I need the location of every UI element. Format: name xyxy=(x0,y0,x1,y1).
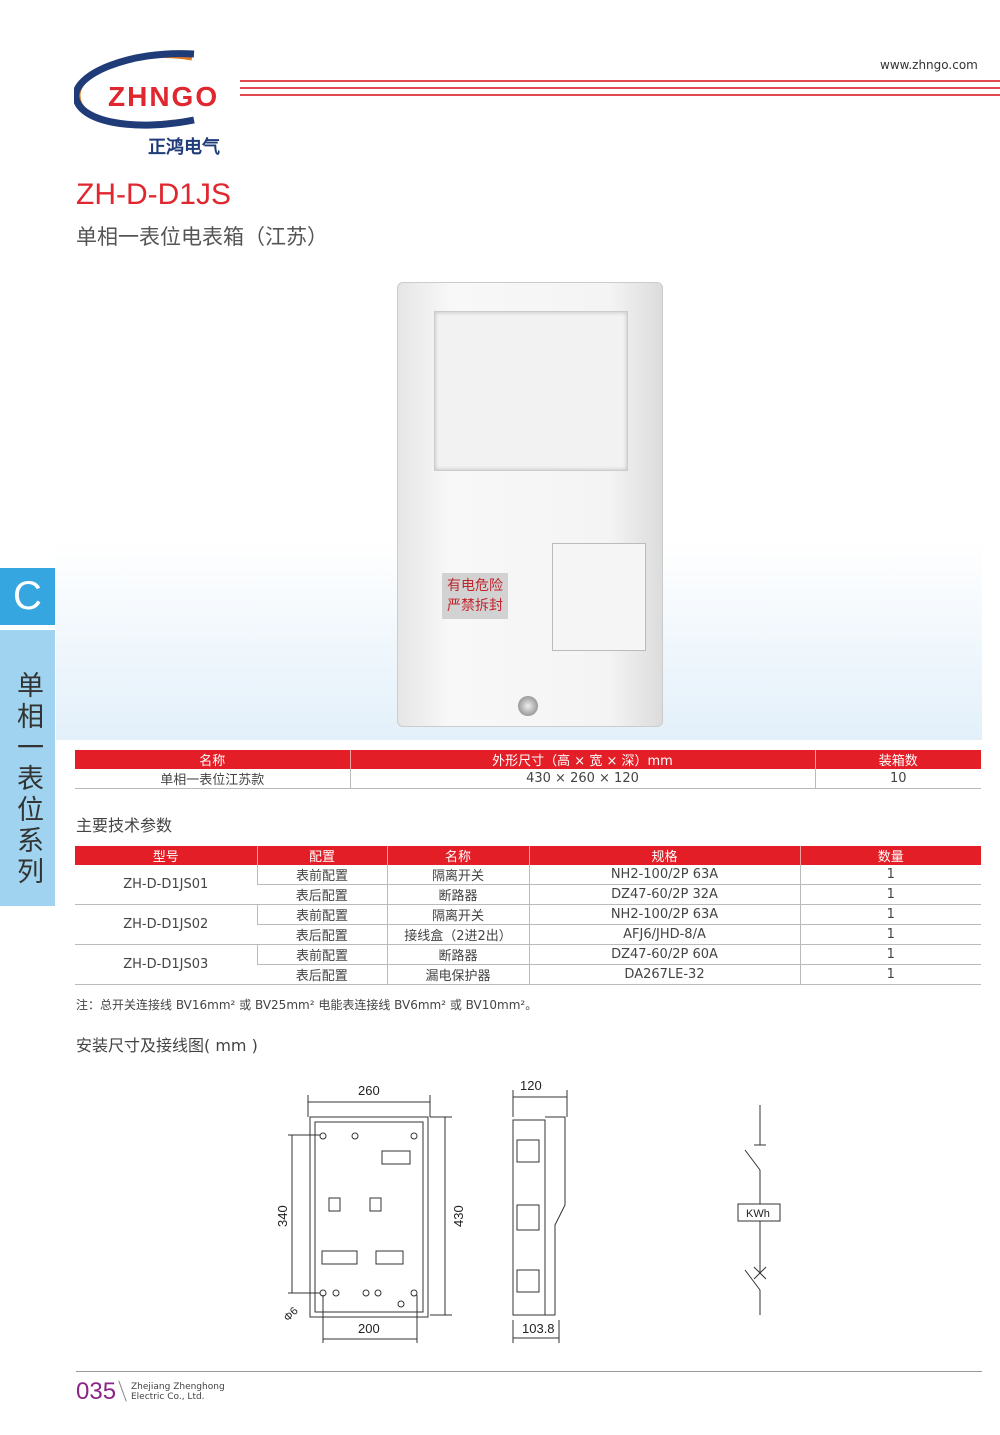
cell: 1 xyxy=(799,865,981,886)
warning-line: 严禁拆封 xyxy=(447,598,503,614)
drawing-title: 安装尺寸及接线图( mm ) xyxy=(76,1036,258,1055)
cell: 隔离开关 xyxy=(386,904,529,926)
cell: 1 xyxy=(799,924,981,946)
cell: 表后配置 xyxy=(257,924,387,946)
breaker-window xyxy=(552,543,646,651)
logo-text: ZHNGO xyxy=(108,81,219,112)
cell: DZ47-60/2P 32A xyxy=(528,884,800,906)
website-url[interactable]: www.zhngo.com xyxy=(880,58,978,72)
col-header: 规格 xyxy=(528,846,800,865)
cell: 表前配置 xyxy=(256,904,387,926)
cell: 表后配置 xyxy=(257,884,387,906)
company-line: Zhejiang Zhenghong xyxy=(131,1382,225,1392)
cell: DA267LE-32 xyxy=(528,964,800,986)
dim-depth2: 103.8 xyxy=(522,1321,555,1336)
logo-chinese: 正鸿电气 xyxy=(148,137,220,158)
page-number: 035 xyxy=(76,1378,117,1405)
col-header: 名称 xyxy=(386,846,529,865)
cell: AFJ6/JHD-8/A xyxy=(528,924,800,946)
col-header: 数量 xyxy=(799,846,981,865)
section-letter-tab[interactable]: C xyxy=(0,568,55,625)
dim-mount-height: 340 xyxy=(275,1205,290,1227)
footer-slash xyxy=(118,1380,127,1402)
installation-drawing: 260 200 120 103.8 340 430 Φ6 KWh xyxy=(275,1078,781,1343)
model-cell: ZH-D-D1JS02 xyxy=(75,904,257,946)
cell: 接线盒（2进2出） xyxy=(386,924,529,946)
product-name: 单相一表位电表箱（江苏） xyxy=(76,225,328,249)
cell: 表前配置 xyxy=(256,865,387,886)
series-tab[interactable]: 单相一表位系列 xyxy=(0,630,55,906)
col-header: 配置 xyxy=(256,846,387,865)
company-line: Electric Co., Ltd. xyxy=(131,1392,205,1402)
cell: 单相一表位江苏款 xyxy=(75,769,350,790)
cell: 1 xyxy=(799,904,981,926)
cell: 表前配置 xyxy=(256,944,387,966)
cell: 430 × 260 × 120 xyxy=(349,769,815,790)
dim-mount-width: 200 xyxy=(358,1321,380,1336)
cell: 断路器 xyxy=(386,884,529,906)
col-header: 名称 xyxy=(75,750,350,769)
meter-window xyxy=(434,311,628,471)
header-lines xyxy=(240,80,1000,101)
cell: NH2-100/2P 63A xyxy=(528,904,800,926)
cell: 1 xyxy=(799,884,981,906)
model-cell: ZH-D-D1JS03 xyxy=(75,944,257,986)
dim-hole: Φ6 xyxy=(282,1305,301,1324)
company-logo: ZHNGO xyxy=(74,50,239,129)
cell: NH2-100/2P 63A xyxy=(528,865,800,886)
cell: 表后配置 xyxy=(257,964,387,986)
wiring-note: 注：总开关连接线 BV16mm² 或 BV25mm² 电能表连接线 BV6mm²… xyxy=(76,998,538,1012)
footer-divider xyxy=(76,1371,982,1372)
cell: 1 xyxy=(799,944,981,966)
col-header: 型号 xyxy=(75,846,257,865)
product-photo: 有电危险严禁拆封 xyxy=(397,282,663,727)
model-cell: ZH-D-D1JS01 xyxy=(75,865,257,906)
tech-section-title: 主要技术参数 xyxy=(76,816,173,835)
cell: 隔离开关 xyxy=(386,865,529,886)
cell: 漏电保护器 xyxy=(386,964,529,986)
warning-label: 有电危险严禁拆封 xyxy=(442,573,508,619)
meter-label: KWh xyxy=(746,1208,770,1220)
col-header: 装箱数 xyxy=(814,750,981,769)
cell: 10 xyxy=(814,769,981,790)
lock-icon xyxy=(518,696,538,716)
cell: DZ47-60/2P 60A xyxy=(528,944,800,966)
product-model: ZH-D-D1JS xyxy=(76,178,231,211)
cell: 1 xyxy=(799,964,981,986)
dim-height: 430 xyxy=(451,1205,466,1227)
col-header: 外形尺寸（高 × 宽 × 深）mm xyxy=(349,750,815,769)
dim-width: 260 xyxy=(358,1083,380,1098)
cell: 断路器 xyxy=(386,944,529,966)
dim-depth: 120 xyxy=(520,1078,542,1093)
warning-line: 有电危险 xyxy=(447,578,503,594)
